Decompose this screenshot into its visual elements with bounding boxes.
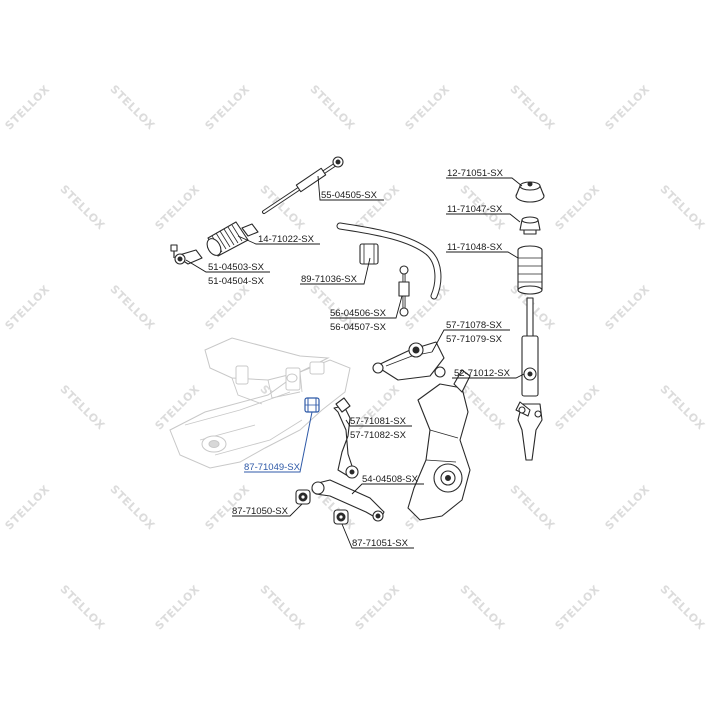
watermark-text: STELLOX <box>553 383 603 433</box>
label-57-71079[interactable]: 57-71079-SX <box>446 334 503 345</box>
watermark-text: STELLOX <box>308 83 358 133</box>
bump-stop-part[interactable] <box>519 216 541 235</box>
watermark-text: STELLOX <box>258 583 308 633</box>
watermark-text: STELLOX <box>203 83 253 133</box>
label-11-71047[interactable]: 11-71047-SX <box>447 204 503 215</box>
watermark-text: STELLOX <box>353 583 403 633</box>
watermark-text: STELLOX <box>603 83 653 133</box>
watermark-text: STELLOX <box>58 583 108 633</box>
bushing-87-71049-part[interactable] <box>304 397 320 413</box>
label-51-04504[interactable]: 51-04504-SX <box>208 276 265 287</box>
dust-boot-part[interactable] <box>517 245 543 295</box>
shock-fork-part[interactable] <box>515 401 543 461</box>
label-89-71036[interactable]: 89-71036-SX <box>301 274 358 285</box>
subframe-drawing <box>169 337 351 469</box>
label-87-71051[interactable]: 87-71051-SX <box>352 538 409 549</box>
watermark-text: STELLOX <box>553 583 603 633</box>
watermark-text: STELLOX <box>508 483 558 533</box>
label-57-71082[interactable]: 57-71082-SX <box>350 430 407 441</box>
callouts: 55-04505-SX 14-71022-SX 51-04503-SX 51-0… <box>185 168 525 549</box>
stabilizer-bar-part[interactable] <box>336 222 442 300</box>
watermark-text: STELLOX <box>153 583 203 633</box>
bushing-87-71050-part[interactable] <box>295 489 311 505</box>
label-52-71012[interactable]: 52-71012-SX <box>454 368 511 379</box>
watermark-text: STELLOX <box>3 283 53 333</box>
label-54-04508[interactable]: 54-04508-SX <box>362 474 419 485</box>
tension-rod-part[interactable] <box>311 479 385 522</box>
watermark-text: STELLOX <box>403 283 453 333</box>
stabilizer-link-part[interactable] <box>398 265 410 317</box>
label-56-04506[interactable]: 56-04506-SX <box>330 308 387 319</box>
steering-knuckle-part[interactable] <box>407 369 471 521</box>
watermark-text: STELLOX <box>3 483 53 533</box>
label-12-71051[interactable]: 12-71051-SX <box>447 168 504 179</box>
tie-rod-end-part[interactable] <box>170 244 203 265</box>
watermark-text: STELLOX <box>153 183 203 233</box>
strut-mount-part[interactable] <box>515 181 545 203</box>
shock-absorber-part[interactable] <box>521 297 539 397</box>
watermark-text: STELLOX <box>108 283 158 333</box>
watermark-text: STELLOX <box>658 583 708 633</box>
watermark-text: STELLOX <box>58 383 108 433</box>
tie-rod-part[interactable] <box>262 156 344 214</box>
label-57-71081[interactable]: 57-71081-SX <box>350 416 407 427</box>
watermark-text: STELLOX <box>58 183 108 233</box>
watermark-text: STELLOX <box>553 183 603 233</box>
watermark-text: STELLOX <box>3 83 53 133</box>
watermark-text: STELLOX <box>108 83 158 133</box>
lower-control-arm-part[interactable] <box>333 397 359 479</box>
label-87-71050[interactable]: 87-71050-SX <box>232 506 289 517</box>
watermark-text: STELLOX <box>458 583 508 633</box>
bushing-87-71051-part[interactable] <box>333 509 349 525</box>
upper-control-arm-part[interactable] <box>372 341 446 381</box>
watermark-text: STELLOX <box>658 383 708 433</box>
watermark-text: STELLOX <box>603 283 653 333</box>
label-57-71078[interactable]: 57-71078-SX <box>446 320 503 331</box>
watermark-text: STELLOX <box>508 83 558 133</box>
watermark-text: STELLOX <box>603 483 653 533</box>
watermark-text: STELLOX <box>203 283 253 333</box>
watermark-text: STELLOX <box>658 183 708 233</box>
steering-boot-part[interactable] <box>204 221 259 258</box>
watermark-text: STELLOX <box>108 483 158 533</box>
label-14-71022[interactable]: 14-71022-SX <box>258 234 315 245</box>
label-56-04507[interactable]: 56-04507-SX <box>330 322 387 333</box>
label-87-71049[interactable]: 87-71049-SX <box>244 462 301 473</box>
label-11-71048[interactable]: 11-71048-SX <box>447 242 503 253</box>
watermark-text: STELLOX <box>403 83 453 133</box>
label-51-04503[interactable]: 51-04503-SX <box>208 262 265 273</box>
label-55-04505[interactable]: 55-04505-SX <box>321 190 378 201</box>
